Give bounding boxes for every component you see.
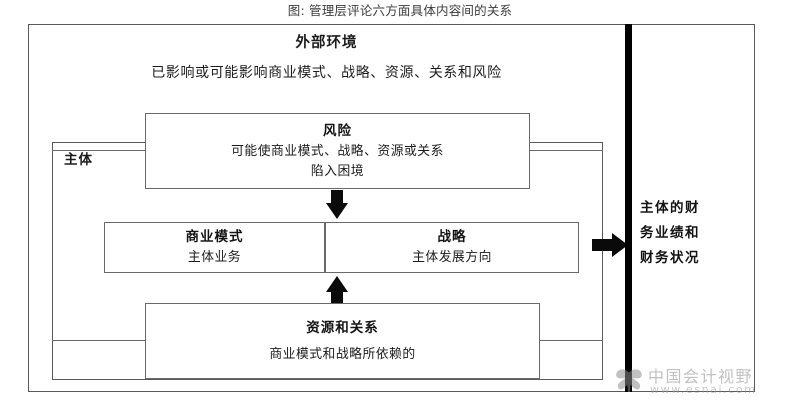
node-strategy-line-1: 主体发展方向 — [412, 250, 492, 265]
financial-panel-line-3: 财务状况 — [640, 250, 700, 266]
node-resources-line-1: 商业模式和战略所依赖的 — [269, 346, 416, 362]
financial-panel-line-1: 主体的财 — [640, 200, 700, 216]
connector-risk-left — [52, 150, 145, 152]
external-environment-subtitle: 已影响或可能影响商业模式、战略、资源、关系和风险 — [151, 65, 502, 81]
arrow-down-shaft — [331, 190, 343, 205]
financial-panel-line-2: 务业绩和 — [640, 225, 700, 241]
arrow-right-shaft — [592, 239, 614, 251]
connector-risk-right — [530, 150, 603, 152]
node-risk-heading: 风险 — [323, 122, 352, 139]
node-risk-line-2: 陷入困境 — [310, 163, 365, 179]
node-business-model: 商业模式 主体业务 — [104, 222, 325, 273]
node-risk-line-1: 可能使商业模式、战略、资源或关系 — [231, 143, 444, 159]
node-strategy: 战略 主体发展方向 — [325, 222, 579, 273]
node-business-model-line-1: 主体业务 — [187, 250, 242, 265]
node-risk: 风险 可能使商业模式、战略、资源或关系 陷入困境 — [145, 113, 530, 189]
arrow-down-head — [326, 203, 348, 219]
node-resources-relationships: 资源和关系 商业模式和战略所依赖的 — [145, 303, 540, 379]
arrow-up-shaft — [331, 291, 343, 306]
entity-label: 主体 — [64, 152, 93, 168]
vertical-divider-bar — [625, 24, 632, 392]
connector-resources-right — [540, 340, 603, 342]
financial-performance-panel: 主体的财 务业绩和 财务状况 — [640, 196, 745, 271]
node-business-model-heading: 商业模式 — [185, 229, 244, 245]
arrow-right-head — [612, 233, 628, 257]
connector-resources-left — [52, 340, 145, 342]
arrow-up-head — [326, 276, 348, 292]
node-resources-heading: 资源和关系 — [306, 319, 379, 336]
figure-title: 图: 管理层评论六方面具体内容间的关系 — [287, 3, 513, 18]
node-strategy-heading: 战略 — [437, 229, 467, 245]
external-environment-heading: 外部环境 — [295, 35, 358, 51]
